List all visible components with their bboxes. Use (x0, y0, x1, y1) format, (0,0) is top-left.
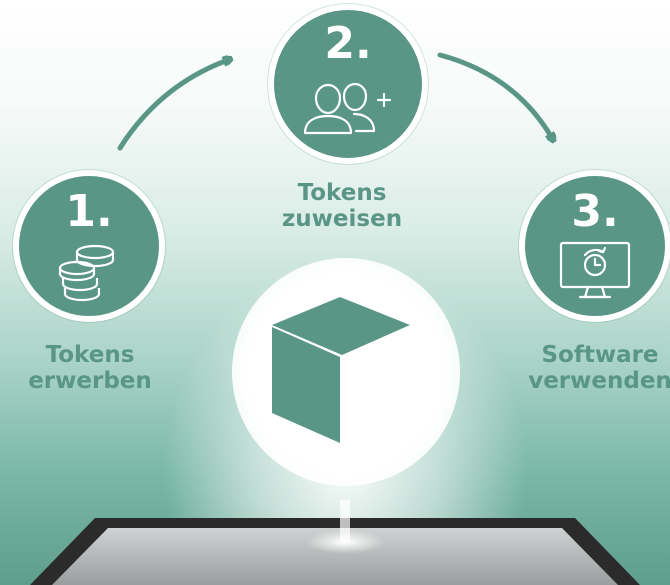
tablet-device (30, 500, 640, 585)
step-2-label: Tokens zuweisen (281, 180, 403, 232)
add-users-icon (303, 82, 392, 135)
step-1-label: Tokens erwerben (28, 342, 152, 394)
step-2-number: 2. (324, 18, 372, 69)
step-1-circle: 1. (13, 170, 165, 322)
step-2-circle: 2. (268, 4, 428, 164)
step-3-label: Software verwenden (528, 342, 670, 394)
cube-icon (272, 297, 410, 443)
step-1-number: 1. (65, 186, 113, 237)
step-3-number: 3. (571, 186, 619, 237)
step-3-circle: 3. (519, 170, 670, 322)
coins-icon (58, 244, 115, 302)
monitor-refresh-icon (559, 241, 631, 299)
arrow-step1-to-step2 (117, 60, 228, 151)
arrow-step2-to-step3 (437, 52, 552, 138)
